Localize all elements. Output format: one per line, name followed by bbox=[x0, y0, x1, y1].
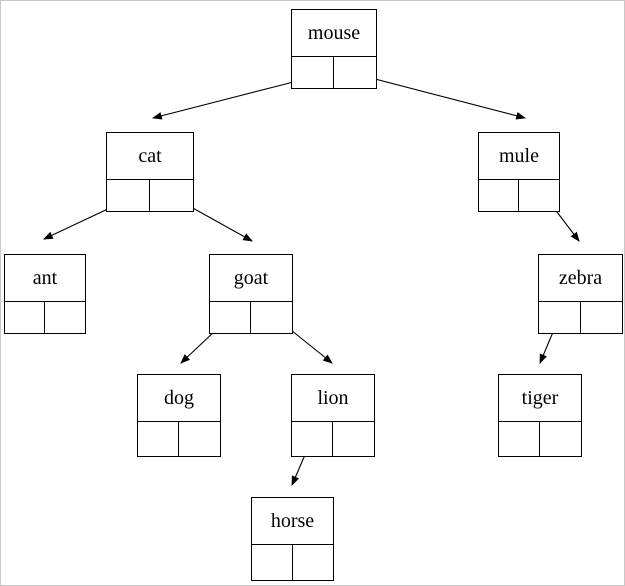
node-label-horse: horse bbox=[252, 498, 333, 545]
node-left-pointer-cat[interactable] bbox=[107, 180, 150, 211]
node-label-zebra: zebra bbox=[539, 255, 622, 302]
node-right-pointer-lion[interactable] bbox=[333, 422, 374, 456]
node-pointer-cells-ant bbox=[5, 302, 85, 333]
node-right-pointer-ant[interactable] bbox=[45, 302, 85, 333]
node-left-pointer-ant[interactable] bbox=[5, 302, 45, 333]
node-left-pointer-zebra[interactable] bbox=[539, 302, 581, 333]
node-left-pointer-tiger[interactable] bbox=[499, 422, 540, 456]
tree-node-lion[interactable]: lion bbox=[291, 374, 375, 457]
node-left-pointer-mouse[interactable] bbox=[292, 57, 334, 88]
node-left-pointer-horse[interactable] bbox=[252, 545, 293, 580]
node-pointer-cells-mule bbox=[479, 180, 559, 211]
node-pointer-cells-horse bbox=[252, 545, 333, 580]
node-left-pointer-lion[interactable] bbox=[292, 422, 333, 456]
node-label-tiger: tiger bbox=[499, 375, 581, 422]
node-left-pointer-mule[interactable] bbox=[479, 180, 519, 211]
node-label-cat: cat bbox=[107, 133, 193, 180]
node-pointer-cells-goat bbox=[210, 302, 292, 333]
node-right-pointer-mule[interactable] bbox=[519, 180, 559, 211]
node-label-lion: lion bbox=[292, 375, 374, 422]
node-right-pointer-mouse[interactable] bbox=[334, 57, 376, 88]
node-left-pointer-dog[interactable] bbox=[138, 422, 179, 456]
node-pointer-cells-mouse bbox=[292, 57, 376, 88]
tree-node-zebra[interactable]: zebra bbox=[538, 254, 623, 334]
node-right-pointer-horse[interactable] bbox=[293, 545, 334, 580]
node-pointer-cells-tiger bbox=[499, 422, 581, 456]
node-right-pointer-zebra[interactable] bbox=[581, 302, 623, 333]
node-label-dog: dog bbox=[138, 375, 220, 422]
tree-node-tiger[interactable]: tiger bbox=[498, 374, 582, 457]
node-right-pointer-goat[interactable] bbox=[251, 302, 292, 333]
node-left-pointer-goat[interactable] bbox=[210, 302, 251, 333]
node-right-pointer-cat[interactable] bbox=[150, 180, 193, 211]
tree-node-ant[interactable]: ant bbox=[4, 254, 86, 334]
tree-node-mule[interactable]: mule bbox=[478, 132, 560, 212]
node-pointer-cells-lion bbox=[292, 422, 374, 456]
edge-mouse-left-to-cat bbox=[151, 76, 314, 120]
tree-node-mouse[interactable]: mouse bbox=[291, 9, 377, 89]
node-label-ant: ant bbox=[5, 255, 85, 302]
tree-node-dog[interactable]: dog bbox=[137, 374, 221, 457]
node-right-pointer-tiger[interactable] bbox=[540, 422, 581, 456]
tree-node-horse[interactable]: horse bbox=[251, 497, 334, 581]
node-pointer-cells-dog bbox=[138, 422, 220, 456]
node-pointer-cells-cat bbox=[107, 180, 193, 211]
tree-node-cat[interactable]: cat bbox=[106, 132, 194, 212]
node-label-goat: goat bbox=[210, 255, 292, 302]
node-label-mouse: mouse bbox=[292, 10, 376, 57]
edge-mouse-right-to-mule bbox=[355, 73, 527, 120]
node-right-pointer-dog[interactable] bbox=[179, 422, 220, 456]
tree-node-goat[interactable]: goat bbox=[209, 254, 293, 334]
node-label-mule: mule bbox=[479, 133, 559, 180]
node-pointer-cells-zebra bbox=[539, 302, 622, 333]
